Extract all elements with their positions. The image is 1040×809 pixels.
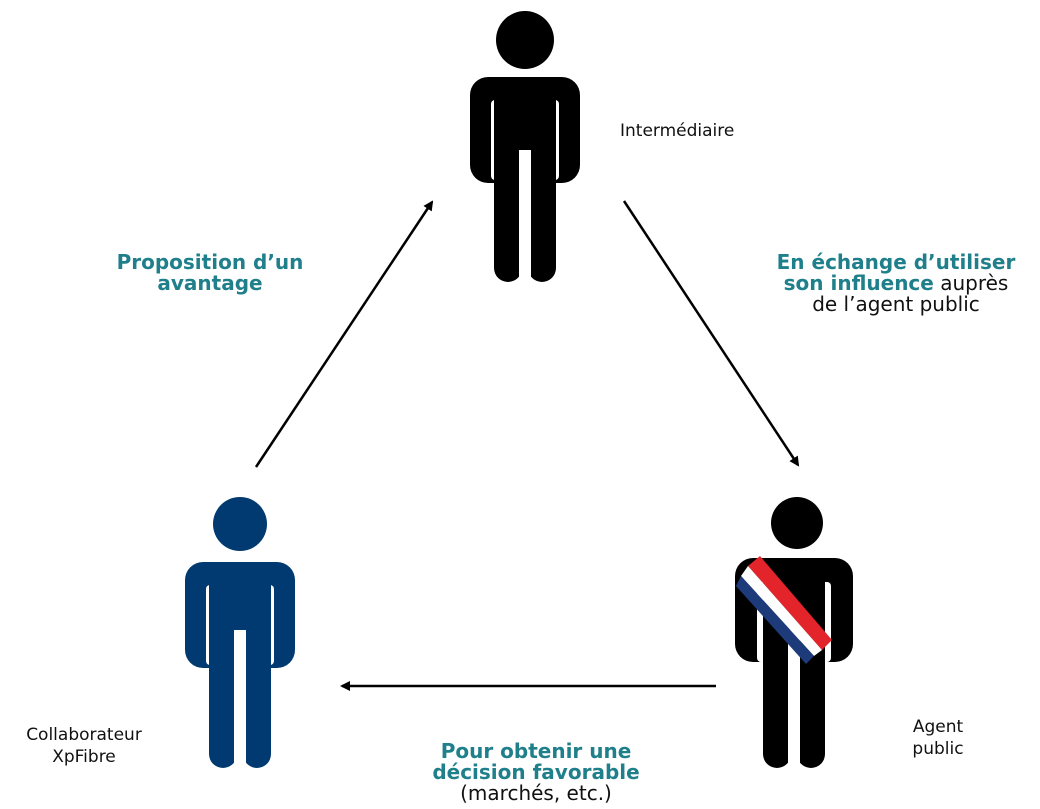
influence-caption-line2: son influence auprès bbox=[754, 273, 1038, 294]
collaborator-label: Collaborateur XpFibre bbox=[6, 724, 162, 768]
collaborator-label-line2: XpFibre bbox=[52, 747, 116, 767]
decision-caption-line2: décision favorable bbox=[432, 760, 640, 784]
official-label-line2: public bbox=[912, 739, 964, 759]
decision-caption: Pour obtenir une décision favorable (mar… bbox=[400, 741, 672, 804]
official-person-icon bbox=[735, 497, 853, 768]
tricolour-sash bbox=[736, 556, 832, 664]
influence-caption-line2-plain: auprès bbox=[933, 271, 1009, 295]
offer-caption-line2: avantage bbox=[157, 271, 263, 295]
influence-caption: En échange d’utiliser son influence aupr… bbox=[754, 252, 1038, 315]
influence-caption-line2-bold: son influence bbox=[783, 271, 934, 295]
collaborator-label-line1: Collaborateur bbox=[26, 725, 142, 745]
offer-caption-line1: Proposition d’un bbox=[116, 250, 304, 274]
arrow-to-official bbox=[622, 200, 800, 467]
collaborator-person-icon bbox=[185, 497, 295, 768]
intermediary-person-icon bbox=[470, 11, 580, 282]
decision-caption-line3: (marchés, etc.) bbox=[460, 781, 612, 805]
decision-caption-line1: Pour obtenir une bbox=[440, 739, 632, 763]
intermediary-label: Intermédiaire bbox=[620, 121, 735, 141]
influence-caption-line1: En échange d’utiliser bbox=[776, 250, 1016, 274]
offer-caption: Proposition d’un avantage bbox=[90, 252, 330, 294]
arrow-to-intermediary bbox=[254, 200, 434, 468]
influence-caption-line3: de l’agent public bbox=[812, 292, 980, 316]
official-label-line1: Agent bbox=[912, 717, 964, 737]
official-label: Agent public bbox=[888, 716, 988, 760]
